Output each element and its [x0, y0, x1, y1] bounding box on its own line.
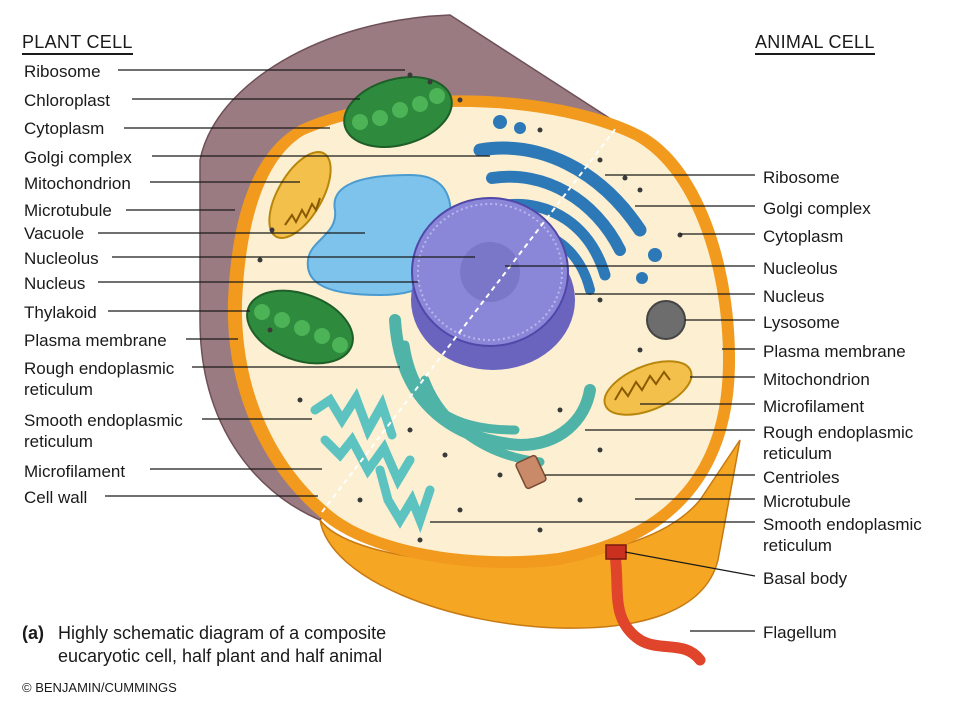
label-plant-ribosome: Ribosome	[24, 62, 101, 81]
label-animal-lysosome: Lysosome	[763, 313, 840, 332]
rough-er	[389, 314, 596, 467]
smooth-er	[310, 387, 435, 534]
label-animal-mitochondrion: Mitochondrion	[763, 370, 870, 389]
nucleolus	[460, 242, 520, 302]
label-animal-cytoplasm: Cytoplasm	[763, 227, 844, 246]
mitochondrion-animal	[603, 360, 693, 416]
lysosome	[646, 300, 686, 340]
label-animal-plasma-membrane: Plasma membrane	[763, 342, 906, 361]
label-animal-nucleus: Nucleus	[763, 287, 825, 306]
label-animal-ribosome: Ribosome	[763, 168, 840, 187]
label-plant-vacuole: Vacuole	[24, 224, 85, 243]
label-plant-nucleus: Nucleus	[24, 274, 86, 293]
label-animal-microfilament: Microfilament	[763, 397, 865, 416]
label-plant-nucleolus: Nucleolus	[24, 249, 99, 268]
copyright-notice: © BENJAMIN/CUMMINGS	[22, 680, 177, 695]
label-plant-rough-er: Rough endoplasmic	[24, 359, 175, 378]
flagellum	[609, 549, 706, 666]
label-plant-smooth-er-2: reticulum	[24, 432, 93, 451]
label-animal-microtubule: Microtubule	[763, 492, 851, 511]
chloroplast-top	[343, 76, 453, 148]
label-plant-rough-er-2: reticulum	[24, 380, 93, 399]
label-plant-microtubule: Microtubule	[24, 201, 112, 220]
chloroplast-bottom	[246, 289, 354, 365]
label-plant-thylakoid: Thylakoid	[24, 303, 97, 322]
label-plant-mitochondrion: Mitochondrion	[24, 174, 131, 193]
label-animal-golgi: Golgi complex	[763, 199, 871, 218]
animal-cell-heading: ANIMAL CELL	[755, 32, 875, 55]
label-animal-flagellum: Flagellum	[763, 623, 837, 642]
label-plant-smooth-er: Smooth endoplasmic	[24, 411, 183, 430]
label-plant-cell-wall: Cell wall	[24, 488, 88, 507]
nucleus	[411, 197, 575, 370]
label-animal-smooth-er: Smooth endoplasmic	[763, 515, 922, 534]
caption-line-2: eucaryotic cell, half plant and half ani…	[58, 646, 383, 666]
plant-cell-heading: PLANT CELL	[22, 32, 133, 55]
basal-body	[605, 544, 627, 560]
label-plant-microfilament: Microfilament	[24, 462, 126, 481]
label-animal-nucleolus: Nucleolus	[763, 259, 838, 278]
label-plant-chloroplast: Chloroplast	[24, 91, 110, 110]
label-animal-rough-er: Rough endoplasmic	[763, 423, 914, 442]
leader-lines	[98, 69, 756, 632]
label-animal-centrioles: Centrioles	[763, 468, 840, 487]
label-animal-basal-body: Basal body	[763, 569, 848, 588]
caption-line-1: Highly schematic diagram of a composite	[58, 623, 387, 643]
label-animal-rough-er-2: reticulum	[763, 444, 832, 463]
caption-letter: (a)	[22, 623, 44, 643]
centrioles	[515, 454, 547, 490]
label-plant-golgi: Golgi complex	[24, 148, 132, 167]
label-plant-cytoplasm: Cytoplasm	[24, 119, 105, 138]
ribosomes	[257, 72, 683, 543]
label-animal-smooth-er-2: reticulum	[763, 536, 832, 555]
mitochondrion-plant	[268, 151, 332, 239]
label-plant-plasma-membrane: Plasma membrane	[24, 331, 167, 350]
